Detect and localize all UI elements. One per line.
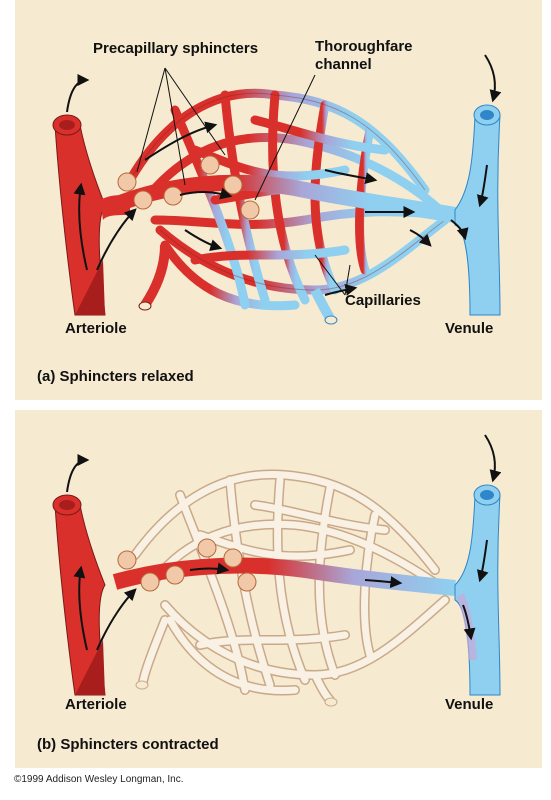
capillary-bed-diagram-relaxed (52, 54, 502, 325)
thoroughfare-channel (112, 557, 456, 596)
panel-sphincters-relaxed: Precapillary sphincters Thoroughfare cha… (15, 0, 542, 400)
sphincter (200, 155, 220, 175)
arteriole-vessel (52, 114, 130, 316)
sphincter (240, 200, 260, 220)
label-venule: Venule (445, 320, 494, 337)
copyright-notice: ©1999 Addison Wesley Longman, Inc. (14, 774, 184, 785)
sphincter (223, 548, 243, 568)
sphincter (163, 186, 183, 206)
label-precapillary-sphincters: Precapillary sphincters (93, 40, 259, 57)
venule-vessel (454, 484, 501, 696)
panel-sphincters-contracted: Arteriole Venule (b) Sphincters contract… (15, 410, 542, 768)
precapillary-sphincters (117, 538, 257, 592)
sphincter (197, 538, 217, 558)
sphincter (140, 572, 160, 592)
flow-arrows (66, 54, 502, 296)
flow-arrows (66, 434, 502, 651)
caption-sphincters-contracted: (b) Sphincters contracted (37, 736, 219, 753)
label-arteriole: Arteriole (65, 696, 127, 713)
capillary-stub-left (140, 244, 170, 308)
precapillary-sphincters (117, 155, 260, 220)
capillary-bed-diagram-contracted (52, 434, 502, 707)
label-thoroughfare-channel: Thoroughfare channel (315, 38, 413, 73)
thoroughfare-channel (112, 174, 457, 223)
caption-sphincters-relaxed: (a) Sphincters relaxed (37, 368, 194, 385)
sphincter (117, 172, 137, 192)
label-capillaries: Capillaries (345, 292, 421, 309)
venule-vessel (454, 104, 501, 316)
label-venule: Venule (445, 696, 494, 713)
sphincter (237, 572, 257, 592)
sphincter (165, 565, 185, 585)
sphincter (117, 550, 137, 570)
sphincter (223, 175, 243, 195)
sphincter (133, 190, 153, 210)
label-arteriole: Arteriole (65, 320, 127, 337)
label-leader-lines (136, 67, 351, 296)
